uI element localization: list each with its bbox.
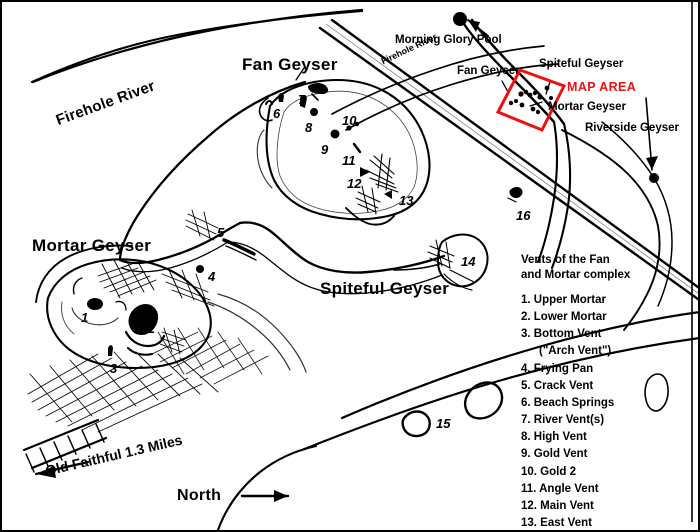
vent-number-2: 2 bbox=[148, 321, 156, 336]
legend-item: 12. Main Vent bbox=[521, 499, 594, 512]
legend-item: 8. High Vent bbox=[521, 431, 587, 444]
label-spiteful-geyser: Spiteful Geyser bbox=[320, 279, 450, 298]
vent-number-16: 16 bbox=[516, 208, 531, 223]
vent-number-7: 7 bbox=[298, 92, 306, 107]
legend-title-line-2: and Mortar complex bbox=[521, 269, 631, 281]
legend-item: ("Arch Vent") bbox=[539, 345, 612, 358]
label-map-area: MAP AREA bbox=[567, 80, 637, 94]
label-riverside-geyser: Riverside Geyser bbox=[585, 122, 679, 134]
legend-item: 4. Frying Pan bbox=[521, 362, 594, 375]
vent-number-8: 8 bbox=[305, 120, 313, 135]
legend-item: 5. Crack Vent bbox=[521, 379, 594, 392]
vent-number-10: 10 bbox=[342, 113, 357, 128]
legend-item: 11. Angle Vent bbox=[521, 482, 599, 495]
vent-number-5: 5 bbox=[217, 225, 225, 240]
label-morning-glory-pool: Morning Glory Pool bbox=[395, 34, 502, 46]
legend-title-line-1: Vents of the Fan bbox=[521, 254, 610, 266]
label-mortar-geyser: Mortar Geyser bbox=[32, 236, 152, 255]
vent-number-14: 14 bbox=[461, 254, 476, 269]
vent-number-11: 11 bbox=[342, 153, 356, 168]
vent-number-15: 15 bbox=[436, 416, 451, 431]
vent-number-9: 9 bbox=[321, 142, 329, 157]
legend-item: 6. Beach Springs bbox=[521, 396, 615, 409]
legend-vent-list: 1. Upper Mortar 2. Lower Mortar 3. Bottom … bbox=[521, 292, 668, 530]
legend-item: 9. Gold Vent bbox=[521, 448, 588, 461]
vent-number-12: 12 bbox=[347, 176, 362, 191]
label-spiteful-geyser-inset: Spiteful Geyser bbox=[539, 58, 624, 70]
legend-item: 7. River Vent(s) bbox=[521, 414, 605, 427]
vent-number-6: 6 bbox=[273, 106, 281, 121]
legend-item: 2. Lower Mortar bbox=[521, 311, 607, 324]
label-fan-geyser: Fan Geyser bbox=[242, 55, 338, 74]
vent-number-13: 13 bbox=[399, 193, 414, 208]
label-fan-geyser-inset: Fan Geyser bbox=[457, 65, 520, 77]
inset-vent-dots bbox=[508, 85, 553, 115]
map-area-box bbox=[495, 68, 567, 132]
legend-item: 3. Bottom Vent bbox=[521, 328, 602, 341]
legend-item: 10. Gold 2 bbox=[521, 465, 576, 478]
vent-number-4: 4 bbox=[208, 269, 216, 284]
label-mortar-geyser-inset: Mortar Geyser bbox=[548, 101, 626, 113]
label-north: North bbox=[177, 487, 222, 504]
vent-number-1: 1 bbox=[81, 310, 89, 325]
legend-item: 1. Upper Mortar bbox=[521, 294, 606, 306]
legend-item: 13. East Vent bbox=[521, 517, 592, 530]
vent-number-3: 3 bbox=[110, 361, 118, 376]
